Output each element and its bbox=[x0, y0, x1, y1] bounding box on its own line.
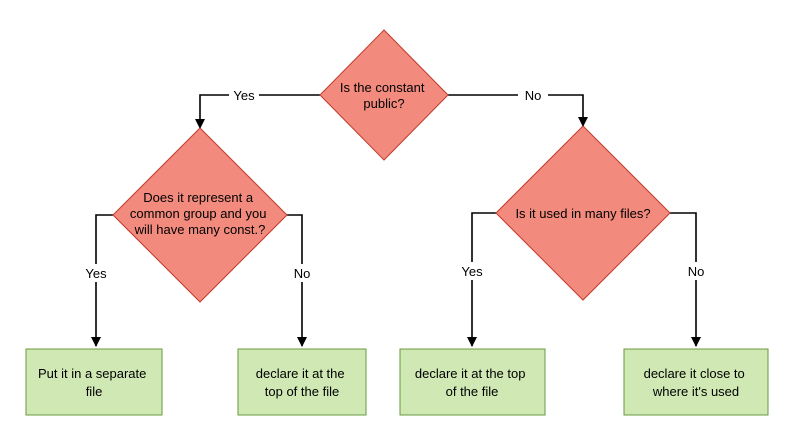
decision-many-files: Is it used in many files? bbox=[495, 125, 671, 301]
decision-group-text: Does it represent a common group and you… bbox=[130, 190, 270, 237]
outcome-separate-file-box bbox=[25, 348, 163, 416]
outcome-top-of-file-b-box bbox=[399, 348, 546, 416]
outcome-close-to-use: declare it close to where it's used bbox=[623, 348, 769, 416]
edge-public-yes bbox=[195, 94, 320, 129]
edges: Yes No Yes No Yes No bbox=[82, 86, 708, 347]
edge-label-public-yes: Yes bbox=[233, 88, 255, 103]
edge-label-group-no: No bbox=[294, 266, 311, 281]
outcome-top-of-file-b: declare it at the top of the file bbox=[399, 348, 546, 416]
outcome-close-to-use-box bbox=[623, 348, 769, 416]
decision-public-text: Is the constant public? bbox=[340, 80, 428, 111]
outcome-separate-file-text: Put it in a separate file bbox=[38, 366, 150, 399]
edge-group-yes bbox=[91, 214, 113, 347]
edge-label-many-yes: Yes bbox=[461, 264, 483, 279]
decision-many-files-shape bbox=[495, 125, 671, 301]
outcome-top-of-file-a-text: declare it at the top of the file bbox=[256, 366, 349, 399]
edge-public-no bbox=[448, 94, 588, 127]
outcome-separate-file: Put it in a separate file bbox=[25, 348, 163, 416]
outcome-top-of-file-b-text: declare it at the top of the file bbox=[415, 366, 529, 399]
edge-label-group-yes: Yes bbox=[85, 266, 107, 281]
decision-group-shape bbox=[112, 127, 288, 303]
edge-label-many-no: No bbox=[688, 264, 705, 279]
edge-many-yes bbox=[467, 212, 496, 347]
decision-public: Is the constant public? bbox=[319, 29, 449, 161]
decision-many-files-text: Is it used in many files? bbox=[515, 206, 650, 221]
edge-label-public-no: No bbox=[525, 88, 542, 103]
edge-many-no bbox=[670, 212, 701, 347]
outcome-close-to-use-text: declare it close to where it's used bbox=[644, 366, 749, 399]
edge-group-no bbox=[287, 214, 307, 347]
decision-group: Does it represent a common group and you… bbox=[112, 127, 288, 303]
outcome-top-of-file-a: declare it at the top of the file bbox=[237, 348, 367, 416]
decision-public-shape bbox=[319, 29, 449, 161]
outcome-top-of-file-a-box bbox=[237, 348, 367, 416]
